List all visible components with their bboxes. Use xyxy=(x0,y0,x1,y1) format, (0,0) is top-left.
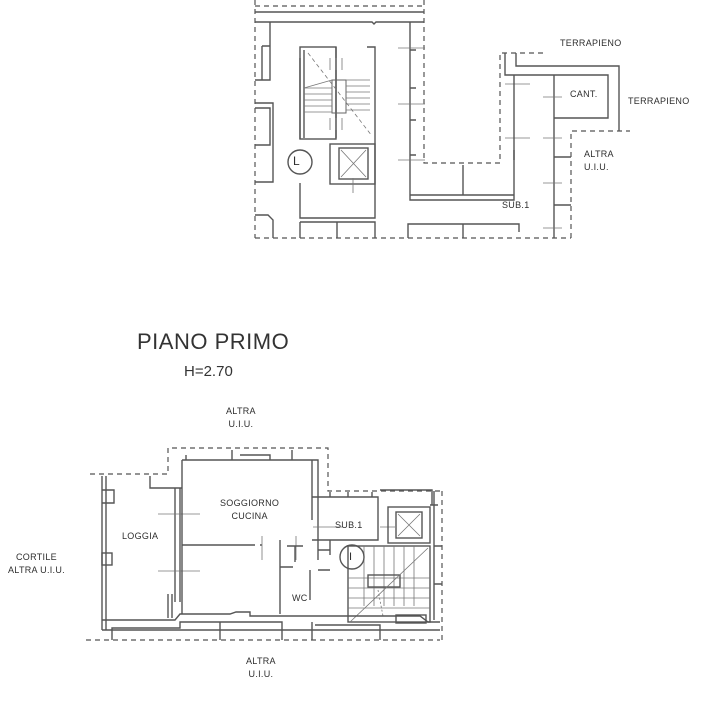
stair-dashes-top xyxy=(329,58,343,70)
lower-top-stubs xyxy=(185,450,293,460)
stair-marker-circle-lower xyxy=(339,544,365,570)
lower-plan xyxy=(86,447,443,641)
lower-right-walls xyxy=(430,491,442,620)
stair-dashes-bottom xyxy=(329,118,343,130)
label-altra-uiu-top-line1: ALTRA xyxy=(226,406,256,416)
soggiorno-walls xyxy=(181,459,319,614)
stair-marker-upper: L xyxy=(293,154,300,168)
label-altra-uiu-bottom: ALTRA U.I.U. xyxy=(246,655,276,681)
upper-plan xyxy=(254,0,630,239)
elevator-car xyxy=(338,147,369,180)
loggia-pillar xyxy=(101,552,113,566)
soggiorno-door xyxy=(261,536,297,560)
sub1-walls xyxy=(312,496,379,555)
stair-diagonal xyxy=(307,52,373,137)
stair-marker-circle-upper xyxy=(287,149,313,175)
upper-boundary-altra xyxy=(570,130,630,238)
stair-treads xyxy=(304,79,370,113)
label-soggiorno-line1: SOGGIORNO xyxy=(220,498,280,508)
loggia-right xyxy=(167,488,181,618)
sub1-top-stubs xyxy=(329,489,433,505)
page-title: PIANO PRIMO xyxy=(137,329,290,354)
stair-core-walls xyxy=(299,46,376,219)
label-soggiorno-line2: CUCINA xyxy=(231,511,268,521)
upper-core-right-walls xyxy=(409,22,515,201)
label-altra-uiu-top: ALTRA U.I.U. xyxy=(226,405,256,431)
elevator-cross xyxy=(340,149,367,178)
loggia-ticks xyxy=(158,513,200,572)
upper-left-wall-2 xyxy=(255,102,274,183)
stair-landing xyxy=(331,79,347,114)
label-cortile-line1: CORTILE xyxy=(16,552,57,562)
upper-bottom-rooms xyxy=(299,221,376,238)
upper-right-jambs xyxy=(554,156,571,206)
label-wc: WC xyxy=(292,593,308,603)
label-cortile: CORTILE ALTRA U.I.U. xyxy=(8,551,65,577)
label-altra-uiu-upper-line1: ALTRA xyxy=(584,149,614,159)
stair-box-lower xyxy=(347,545,431,623)
stair-step-box-lower xyxy=(395,614,427,624)
wc-door xyxy=(287,545,303,562)
upper-right-ticks xyxy=(543,96,562,229)
wc-walls xyxy=(279,540,330,614)
label-sub1-lower: SUB.1 xyxy=(335,520,363,530)
lower-bottom-rooms xyxy=(111,621,381,640)
upper-core-right-jambs xyxy=(410,49,416,156)
label-terrapieno-top: TERRAPIENO xyxy=(560,38,622,48)
label-sub1-upper: SUB.1 xyxy=(502,200,530,210)
label-altra-uiu-top-line2: U.I.U. xyxy=(228,419,254,429)
upper-top-wall xyxy=(255,11,424,25)
elevator-shaft-lower xyxy=(387,506,431,544)
upper-left-wall xyxy=(255,22,271,81)
stair-dashes-lower xyxy=(377,589,384,617)
elevator-car-lower xyxy=(395,511,423,539)
stair-arrow xyxy=(303,79,333,89)
stair-diagonal-lower xyxy=(349,547,429,623)
label-altra-uiu-bottom-line2: U.I.U. xyxy=(248,669,274,679)
upper-door-ticks xyxy=(398,47,530,161)
label-soggiorno-cucina: SOGGIORNO CUCINA xyxy=(220,497,279,523)
elevator-shaft xyxy=(329,143,376,185)
label-loggia: LOGGIA xyxy=(122,531,159,541)
lower-boundary-top xyxy=(90,447,440,492)
label-cantina: CANT. xyxy=(570,89,598,99)
label-altra-uiu-upper-line2: U.I.U. xyxy=(584,162,609,172)
label-altra-uiu-upper: ALTRA U.I.U. xyxy=(584,148,614,174)
stair-landing-lower xyxy=(367,574,401,588)
elevator-cross-lower xyxy=(397,513,421,537)
loggia-top xyxy=(149,476,182,489)
upper-left-wall-3 xyxy=(255,214,274,238)
stair-marker-lower: I xyxy=(349,551,353,563)
lower-bottom-wall xyxy=(102,611,440,631)
label-cortile-line2: ALTRA U.I.U. xyxy=(8,565,65,575)
upper-bottom-right-walls xyxy=(407,223,520,238)
stair-treads-lower xyxy=(348,546,430,609)
stair-box xyxy=(299,46,337,140)
label-terrapieno-right: TERRAPIENO xyxy=(628,96,690,106)
ceiling-height: H=2.70 xyxy=(184,363,233,380)
label-altra-uiu-bottom-line1: ALTRA xyxy=(246,656,276,666)
upper-boundary-right-core xyxy=(423,0,545,164)
